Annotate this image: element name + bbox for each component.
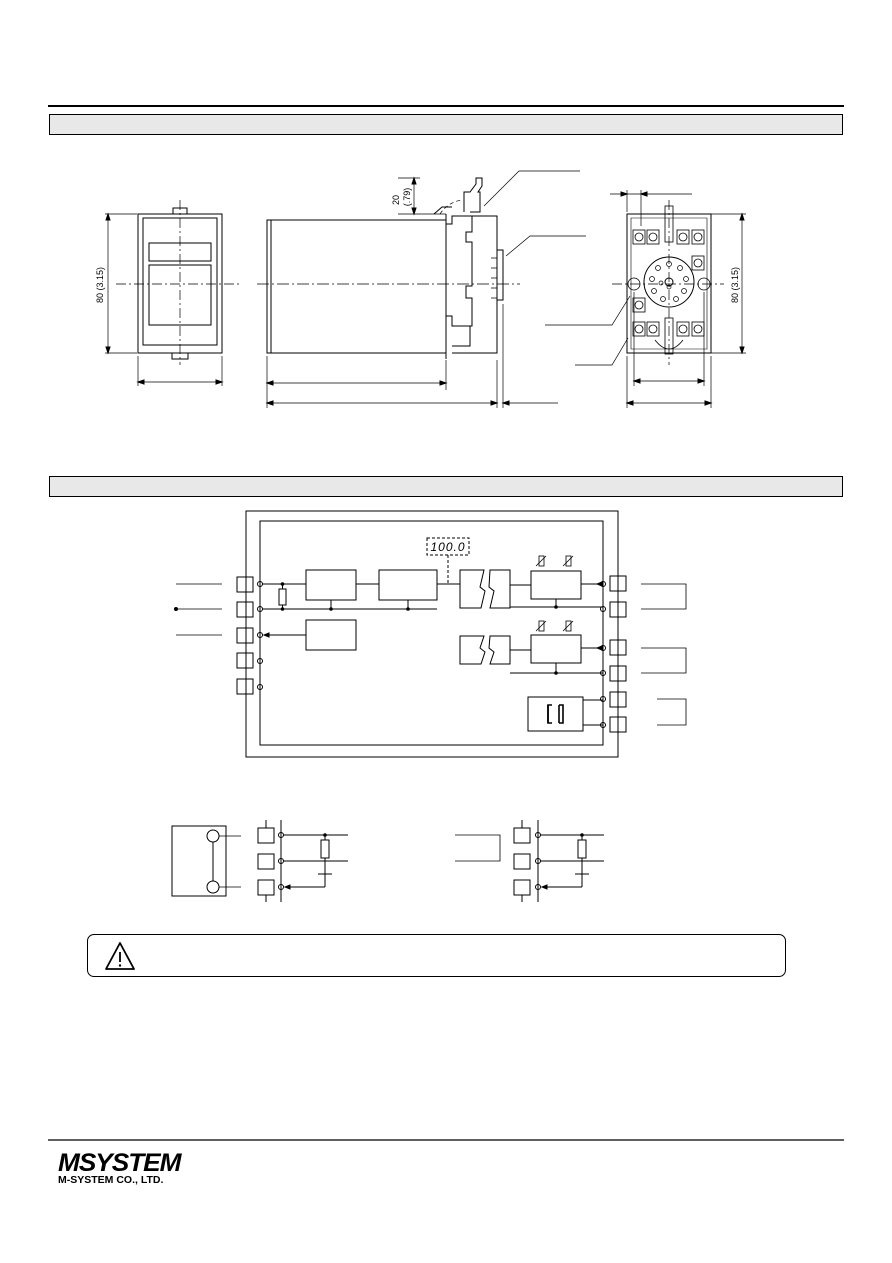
brand-wordmark: MSYSTEM [58, 1149, 182, 1177]
display-readout: 100.0 [430, 540, 465, 554]
msystem-logo: MSYSTEM M-SYSTEM CO., LTD. [58, 1151, 182, 1187]
caution-icon [105, 942, 135, 970]
socket-height-label: 80 (3.15) [730, 267, 740, 303]
caution-box [87, 934, 786, 977]
top-rule [48, 105, 844, 107]
clip-clearance-inch-label: (.79) [402, 188, 412, 207]
socket-view [545, 190, 746, 408]
clip-clearance-label: 20 [391, 195, 401, 205]
input-terminals [236, 576, 263, 695]
front-height-label: 80 (3.15) [95, 267, 105, 303]
section-header-block-diagram [49, 476, 843, 497]
company-name: M-SYSTEM CO., LTD. [58, 1174, 164, 1186]
side-view [257, 170, 586, 408]
output-terminals [600, 575, 627, 733]
wiring-detail-left [171, 820, 348, 902]
wiring-detail-right [455, 820, 604, 902]
block-diagram [174, 510, 687, 758]
front-view [105, 200, 240, 386]
section-header-dimensions [49, 114, 843, 135]
